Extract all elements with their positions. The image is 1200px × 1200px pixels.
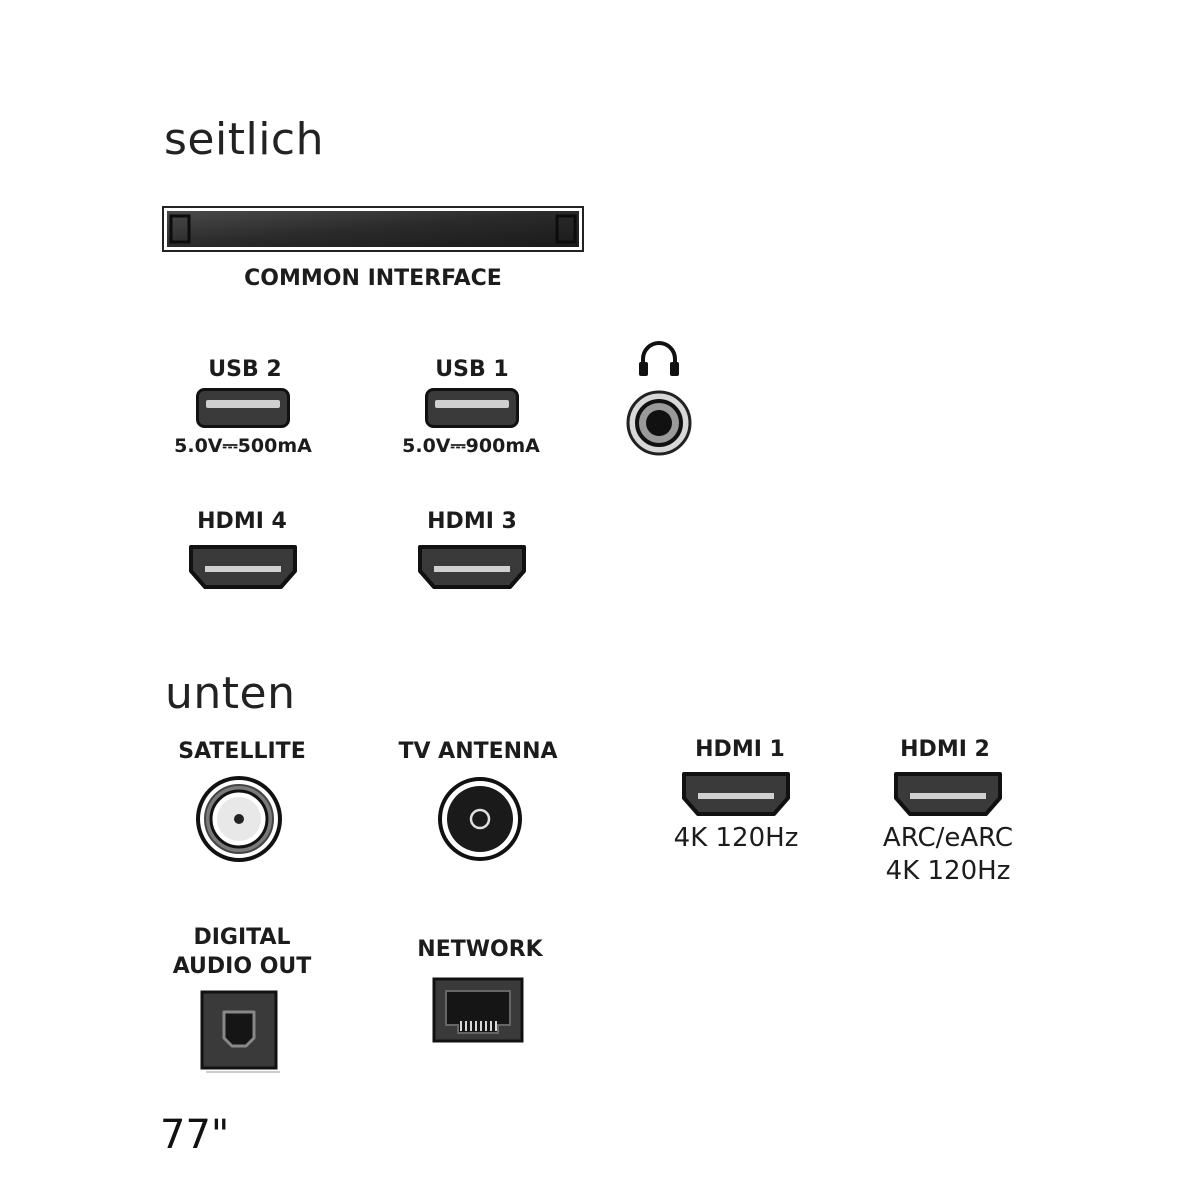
hdmi4-port bbox=[187, 543, 299, 591]
usb1-port bbox=[425, 388, 519, 428]
satellite-connector-icon bbox=[196, 776, 282, 862]
network-port bbox=[432, 977, 524, 1043]
hdmi2-spec-line2: 4K 120Hz bbox=[885, 856, 1011, 886]
hdmi1-label: HDMI 1 bbox=[695, 737, 785, 762]
hdmi-port-icon bbox=[894, 772, 1002, 816]
headphone-jack bbox=[626, 390, 692, 456]
hdmi3-label: HDMI 3 bbox=[427, 509, 517, 534]
network-label: NETWORK bbox=[417, 937, 543, 962]
satellite-connector bbox=[195, 775, 283, 863]
usb2-label: USB 2 bbox=[208, 357, 282, 382]
ethernet-port-icon bbox=[432, 977, 524, 1043]
antenna-connector bbox=[437, 776, 523, 862]
usb-port-icon bbox=[425, 388, 519, 428]
ci-slot-icon bbox=[162, 206, 584, 252]
digital-audio-label-line1: DIGITAL bbox=[193, 925, 291, 950]
hdmi-port-icon bbox=[682, 772, 790, 816]
hdmi4-label: HDMI 4 bbox=[197, 509, 287, 534]
model-size: 77" bbox=[160, 1112, 230, 1158]
optical-port-icon bbox=[200, 990, 280, 1073]
headphone-jack-icon bbox=[626, 390, 692, 456]
usb1-label: USB 1 bbox=[435, 357, 509, 382]
common-interface-slot bbox=[162, 206, 584, 252]
usb1-rating: 5.0V⎓900mA bbox=[402, 435, 540, 457]
hdmi1-spec: 4K 120Hz bbox=[673, 823, 799, 853]
hdmi2-spec-line1: ARC/eARC bbox=[882, 823, 1014, 853]
headphone-icon bbox=[639, 341, 679, 376]
hdmi-port-icon bbox=[418, 545, 526, 589]
digital-audio-label-line2: AUDIO OUT bbox=[172, 954, 312, 979]
headphone-symbol bbox=[636, 340, 682, 378]
common-interface-label: COMMON INTERFACE bbox=[244, 266, 502, 291]
digital-audio-port bbox=[200, 990, 280, 1074]
usb2-port bbox=[196, 388, 290, 428]
hdmi2-port bbox=[892, 770, 1004, 818]
usb-port-icon bbox=[196, 388, 290, 428]
section-title-side: seitlich bbox=[164, 114, 324, 165]
hdmi-port-icon bbox=[189, 545, 297, 589]
section-title-bottom: unten bbox=[165, 668, 296, 719]
antenna-label: TV ANTENNA bbox=[398, 739, 558, 764]
antenna-connector-icon bbox=[438, 777, 522, 861]
hdmi1-port bbox=[680, 770, 792, 818]
usb2-rating: 5.0V⎓500mA bbox=[174, 435, 312, 457]
hdmi2-label: HDMI 2 bbox=[900, 737, 990, 762]
satellite-label: SATELLITE bbox=[178, 739, 306, 764]
hdmi3-port bbox=[416, 543, 528, 591]
